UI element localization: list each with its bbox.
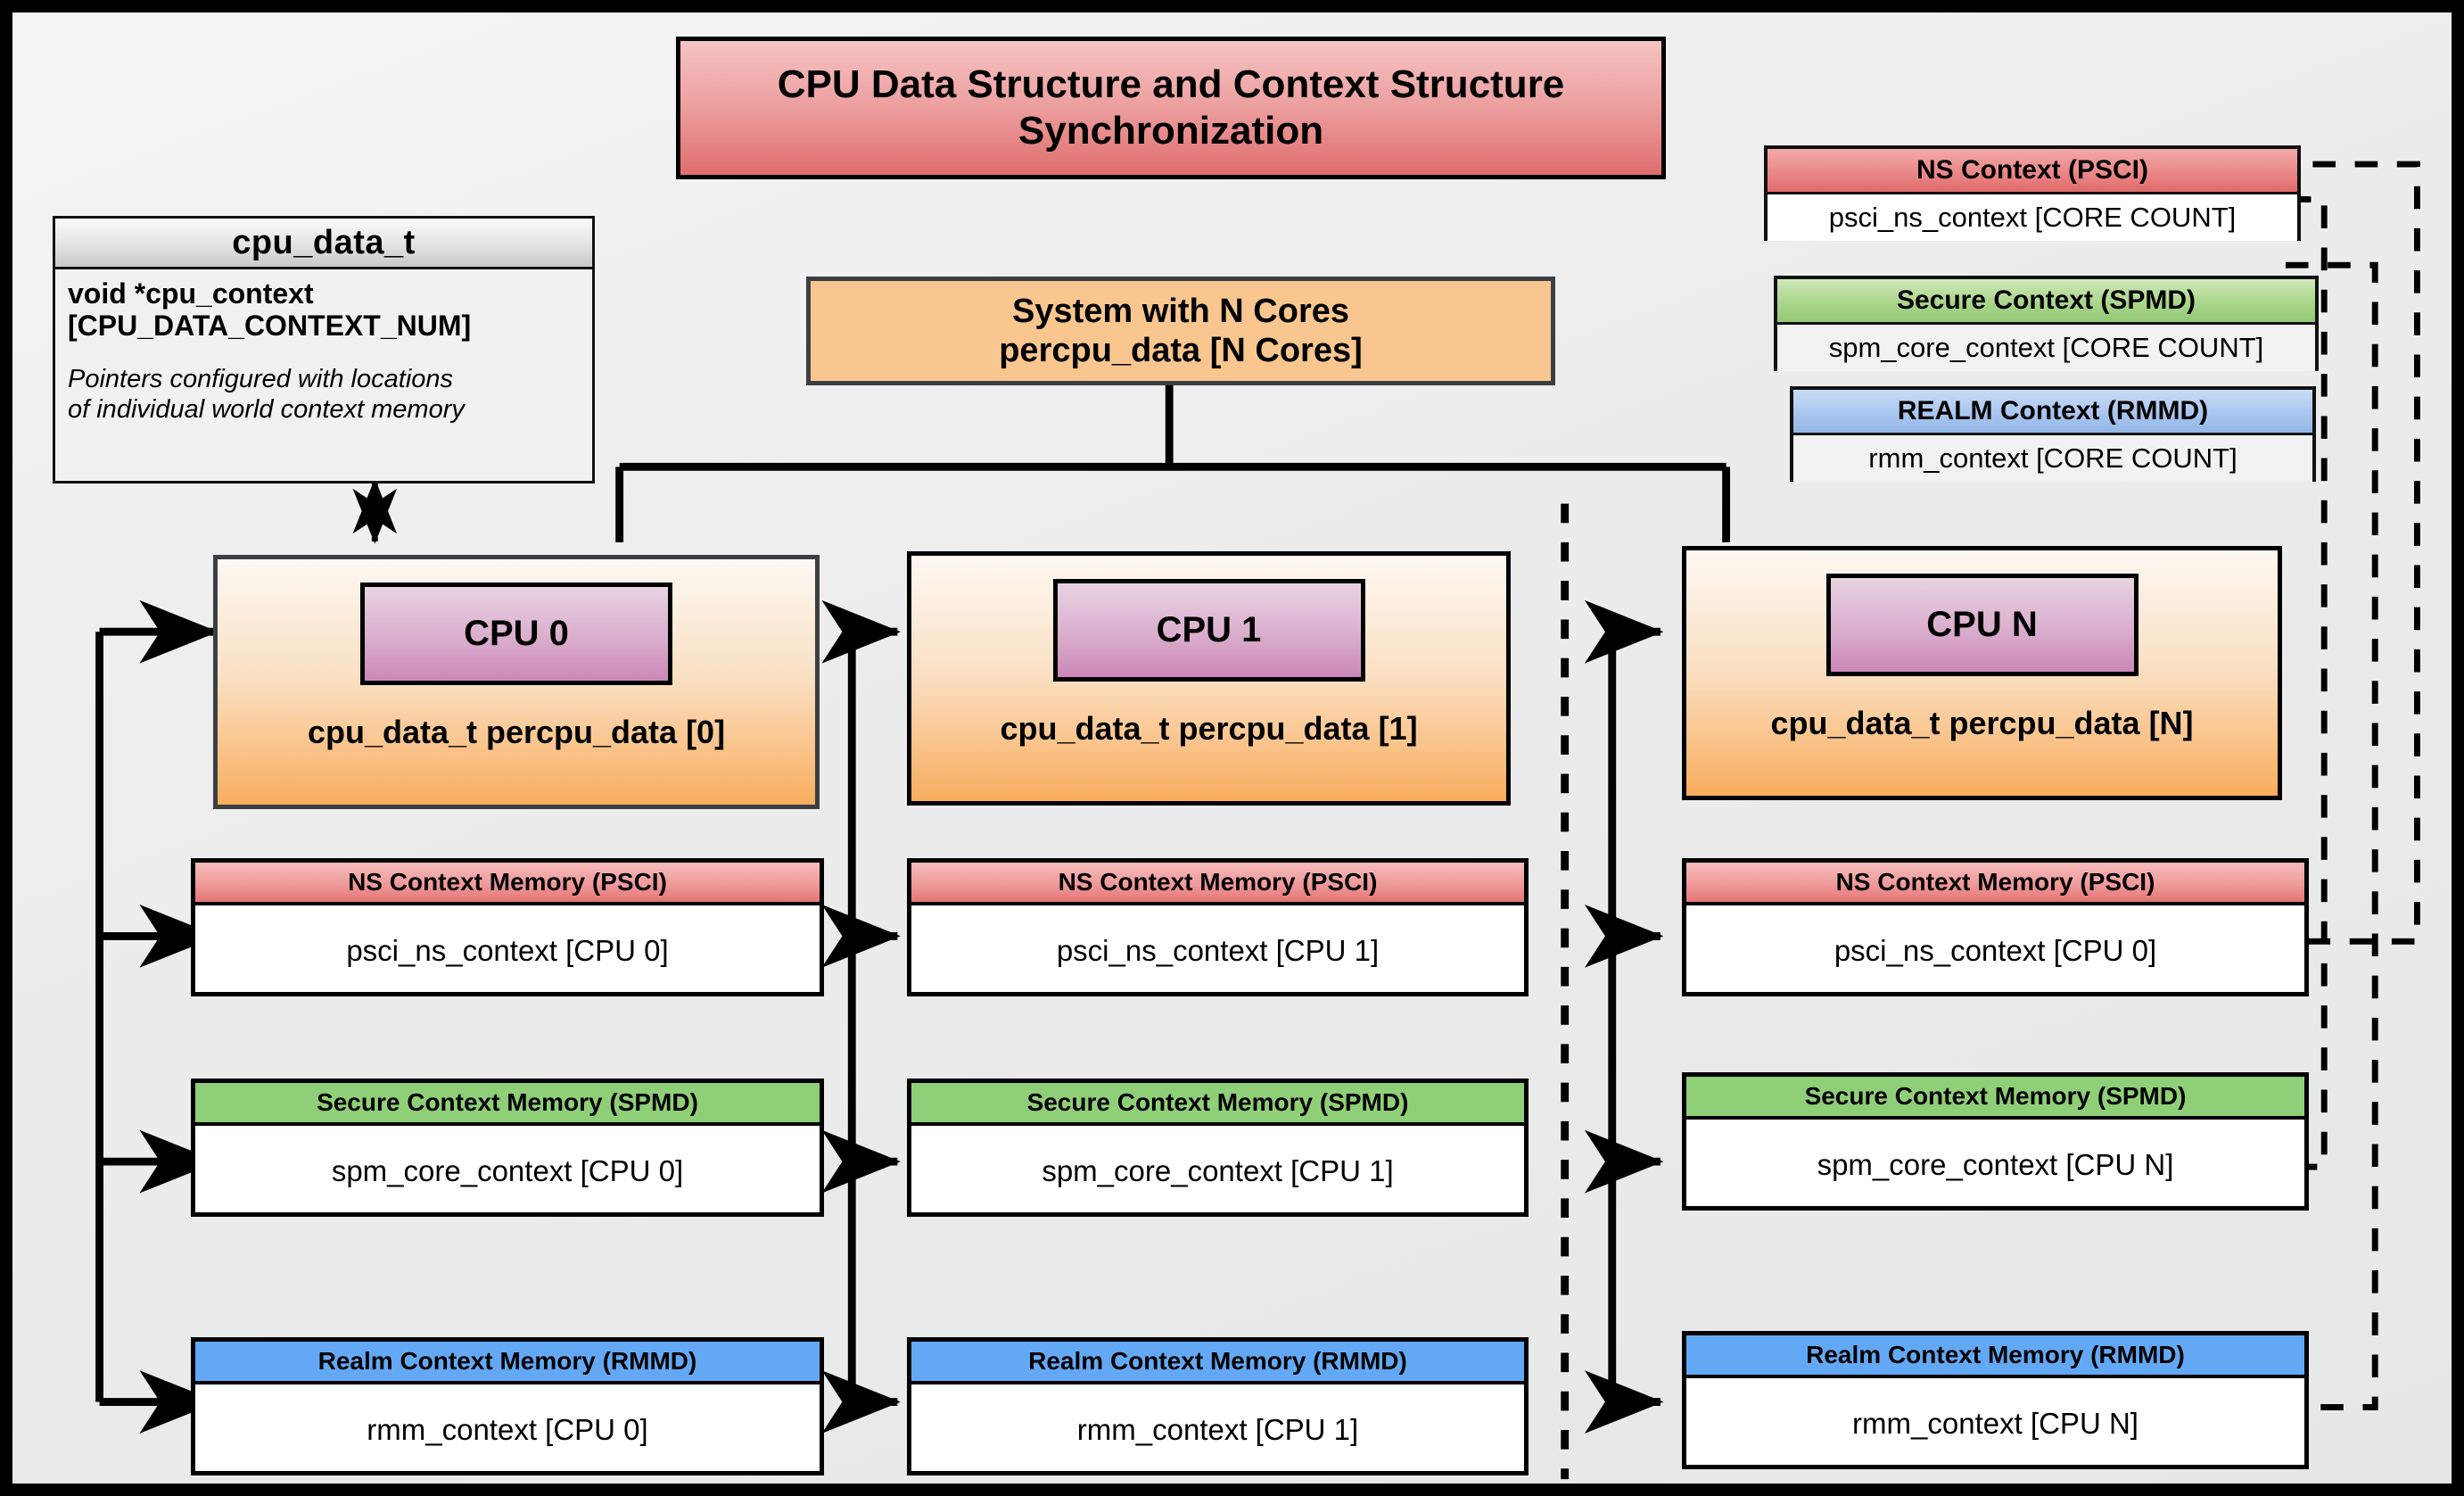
cpu0-secure-context-memory-header: Secure Context Memory (SPMD)	[195, 1083, 820, 1126]
cpu1-secure-context-memory[interactable]: Secure Context Memory (SPMD) spm_core_co…	[907, 1079, 1529, 1217]
cpun-secure-context-memory[interactable]: Secure Context Memory (SPMD) spm_core_co…	[1682, 1072, 2309, 1211]
system-line2: percpu_data [N Cores]	[999, 332, 1363, 369]
cpu-card-1[interactable]: CPU 1 cpu_data_t percpu_data [1]	[907, 551, 1511, 806]
cpu1-secure-context-memory-header: Secure Context Memory (SPMD)	[911, 1083, 1524, 1126]
global-context-secure-body: spm_core_context [CORE COUNT]	[1777, 325, 2315, 371]
cpun-secure-context-memory-header: Secure Context Memory (SPMD)	[1686, 1077, 2304, 1120]
cpun-ns-context-memory-header: NS Context Memory (PSCI)	[1686, 863, 2304, 905]
cpu-chip-n: CPU N	[1825, 574, 2138, 676]
cpu0-ns-context-memory[interactable]: NS Context Memory (PSCI) psci_ns_context…	[191, 858, 824, 996]
struct-body: void *cpu_context [CPU_DATA_CONTEXT_NUM]…	[55, 269, 592, 426]
global-context-secure: Secure Context (SPMD) spm_core_context […	[1774, 276, 2319, 371]
struct-field-line2: [CPU_DATA_CONTEXT_NUM]	[68, 309, 472, 342]
cpu1-ns-context-memory[interactable]: NS Context Memory (PSCI) psci_ns_context…	[907, 858, 1529, 996]
cpu1-secure-context-memory-body: spm_core_context [CPU 1]	[1042, 1154, 1394, 1187]
cpun-secure-context-memory-body: spm_core_context [CPU N]	[1817, 1148, 2174, 1181]
cpu-label-0: cpu_data_t percpu_data [0]	[307, 714, 726, 750]
global-context-realm: REALM Context (RMMD) rmm_context [CORE C…	[1790, 386, 2316, 482]
cpu0-realm-context-memory-header: Realm Context Memory (RMMD)	[195, 1342, 820, 1384]
struct-note-line2: of individual world context memory	[68, 395, 465, 425]
cpun-ns-context-memory[interactable]: NS Context Memory (PSCI) psci_ns_context…	[1682, 858, 2309, 996]
global-context-realm-header: REALM Context (RMMD)	[1793, 390, 2312, 435]
cpu0-realm-context-memory-body: rmm_context [CPU 0]	[367, 1413, 648, 1446]
cpu0-secure-context-memory[interactable]: Secure Context Memory (SPMD) spm_core_co…	[191, 1079, 824, 1217]
cpun-ns-context-memory-body: psci_ns_context [CPU 0]	[1834, 934, 2157, 967]
cpun-realm-context-memory-body: rmm_context [CPU N]	[1852, 1407, 2138, 1440]
cpu0-ns-context-memory-body: psci_ns_context [CPU 0]	[346, 934, 669, 967]
cpu-label-1: cpu_data_t percpu_data [1]	[1000, 710, 1418, 747]
cpu1-ns-context-memory-header: NS Context Memory (PSCI)	[911, 863, 1524, 905]
cpu0-ns-context-memory-header: NS Context Memory (PSCI)	[195, 863, 820, 905]
cpu-label-n: cpu_data_t percpu_data [N]	[1770, 705, 2194, 741]
struct-note-line1: Pointers configured with locations	[68, 364, 454, 393]
cpu-chip-0: CPU 0	[360, 583, 672, 685]
cpu1-realm-context-memory-header: Realm Context Memory (RMMD)	[911, 1342, 1524, 1384]
diagram-title: CPU Data Structure and Context Structure…	[676, 37, 1666, 179]
cpu1-realm-context-memory[interactable]: Realm Context Memory (RMMD) rmm_context …	[907, 1337, 1529, 1475]
struct-field-line1: void *cpu_context	[68, 277, 314, 310]
global-context-ns: NS Context (PSCI) psci_ns_context [CORE …	[1764, 145, 2301, 241]
cpu1-realm-context-memory-body: rmm_context [CPU 1]	[1076, 1413, 1359, 1446]
cpu-card-0[interactable]: CPU 0 cpu_data_t percpu_data [0]	[213, 555, 820, 809]
system-n-cores-box: System with N Cores percpu_data [N Cores…	[806, 277, 1555, 385]
global-context-secure-header: Secure Context (SPMD)	[1777, 279, 2315, 325]
cpun-realm-context-memory[interactable]: Realm Context Memory (RMMD) rmm_context …	[1682, 1331, 2309, 1469]
cpun-realm-context-memory-header: Realm Context Memory (RMMD)	[1686, 1335, 2304, 1378]
global-context-ns-body: psci_ns_context [CORE COUNT]	[1768, 194, 2297, 241]
cpu1-ns-context-memory-body: psci_ns_context [CPU 1]	[1056, 934, 1380, 967]
global-context-ns-header: NS Context (PSCI)	[1768, 149, 2297, 194]
global-context-realm-body: rmm_context [CORE COUNT]	[1793, 435, 2312, 482]
cpu-chip-1: CPU 1	[1052, 579, 1365, 682]
cpu-data-t-struct: cpu_data_t void *cpu_context [CPU_DATA_C…	[53, 216, 595, 484]
system-line1: System with N Cores	[1012, 292, 1349, 330]
struct-name: cpu_data_t	[55, 219, 592, 269]
cpu0-secure-context-memory-body: spm_core_context [CPU 0]	[331, 1154, 684, 1187]
cpu-card-n[interactable]: CPU N cpu_data_t percpu_data [N]	[1682, 546, 2282, 800]
cpu0-realm-context-memory[interactable]: Realm Context Memory (RMMD) rmm_context …	[191, 1337, 824, 1475]
